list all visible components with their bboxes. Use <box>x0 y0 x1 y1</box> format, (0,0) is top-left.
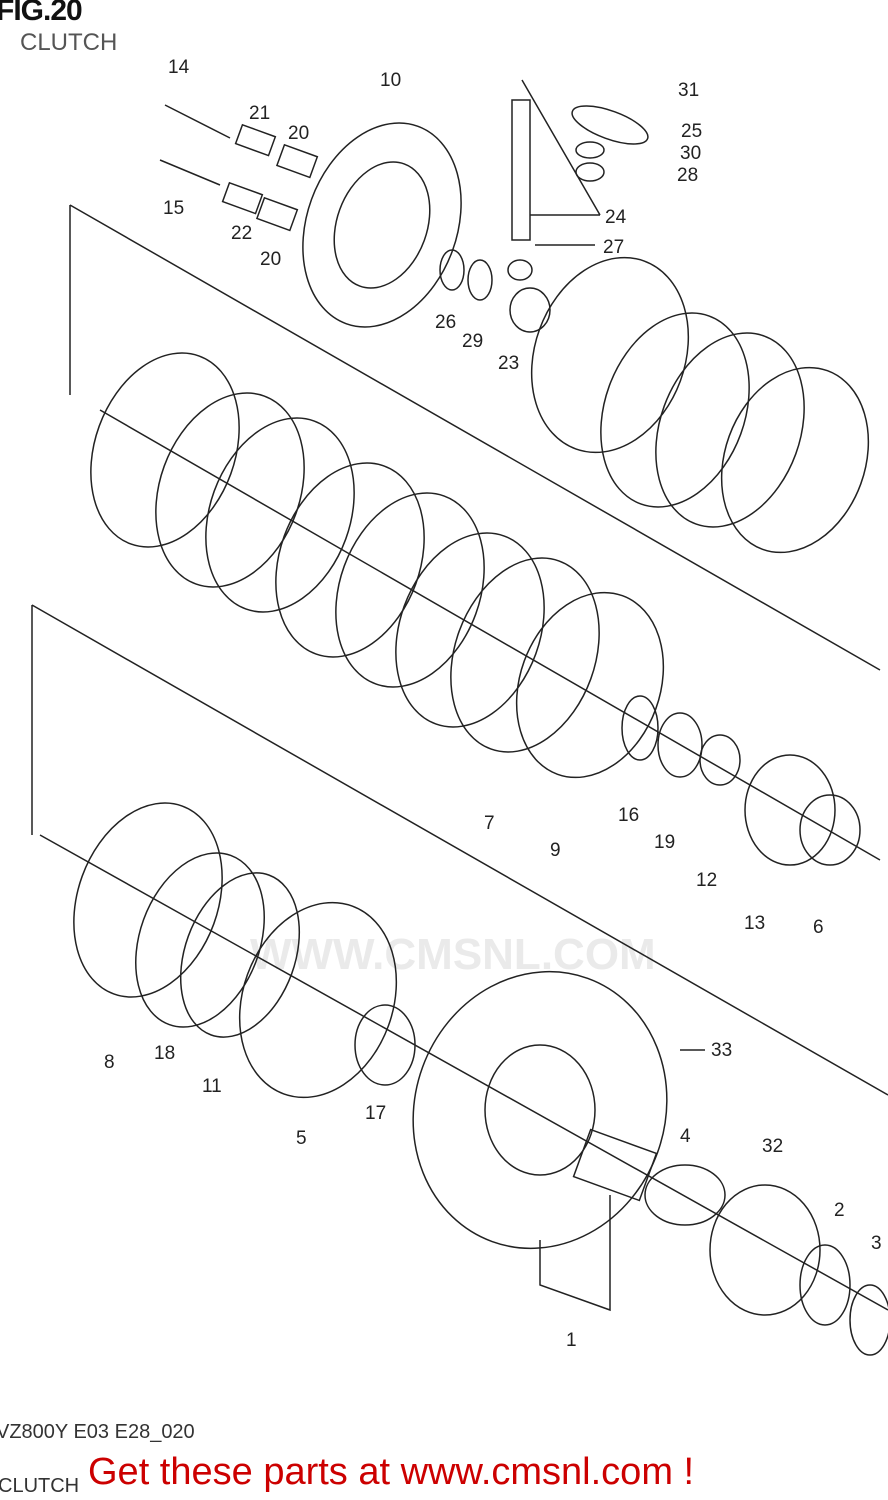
part-label[interactable]: 25 <box>681 121 702 142</box>
part-label[interactable]: 14 <box>168 57 190 78</box>
part-label[interactable]: 30 <box>680 143 701 164</box>
arm-25 <box>571 105 649 145</box>
part-label[interactable]: 12 <box>696 870 717 891</box>
promo-link[interactable]: Get these parts at www.cmsnl.com ! <box>88 1451 695 1493</box>
release-rod <box>511 99 531 241</box>
part-label[interactable]: 3 <box>871 1233 882 1254</box>
part-label[interactable]: 17 <box>365 1103 386 1124</box>
part-label[interactable]: 2 <box>834 1200 845 1221</box>
spring-22 <box>221 181 264 215</box>
part-label[interactable]: 28 <box>677 165 698 186</box>
part-label[interactable]: 27 <box>603 237 624 258</box>
part-label[interactable]: 8 <box>104 1052 115 1073</box>
part-label[interactable]: 23 <box>498 353 519 374</box>
spacer-20b <box>255 196 299 232</box>
clutch-hub <box>238 901 398 1099</box>
model-code: VZ800Y E03 E28_020 <box>0 1421 195 1443</box>
part-label[interactable]: 31 <box>678 80 699 101</box>
watermark: WWW.CMSNL.COM <box>250 930 656 979</box>
piece-23 <box>509 287 551 333</box>
figure-number: FIG.20 <box>0 0 83 27</box>
part-label[interactable]: 19 <box>654 832 675 853</box>
frame-upper <box>69 204 881 861</box>
part-label[interactable]: 20 <box>260 249 281 270</box>
part-label[interactable]: 10 <box>380 70 401 91</box>
part-label[interactable]: 5 <box>296 1128 307 1149</box>
bolt-14 <box>159 104 231 186</box>
spring-21 <box>234 123 277 157</box>
part-label[interactable]: 32 <box>762 1136 783 1157</box>
part-label[interactable]: 16 <box>618 805 639 826</box>
part-label[interactable]: 6 <box>813 917 824 938</box>
part-label[interactable]: 33 <box>711 1040 732 1061</box>
part-label[interactable]: 15 <box>163 198 184 219</box>
part-label[interactable]: 22 <box>231 223 252 244</box>
needle-bearing <box>644 1164 726 1226</box>
spacer-20a <box>275 143 319 179</box>
part-label[interactable]: 13 <box>744 913 765 934</box>
part-label[interactable]: 11 <box>202 1076 222 1097</box>
part-label[interactable]: 24 <box>605 207 627 228</box>
part-label[interactable]: 18 <box>154 1043 175 1064</box>
primary-driven-gear <box>412 970 668 1250</box>
section-name: CLUTCH <box>0 1475 80 1497</box>
frame-lower <box>31 604 888 1311</box>
part-label[interactable]: 9 <box>550 840 561 861</box>
figure-title: CLUTCH <box>20 29 118 56</box>
part-label[interactable]: 4 <box>680 1126 691 1147</box>
part-label[interactable]: 26 <box>435 312 456 333</box>
part-label[interactable]: 20 <box>288 123 309 144</box>
part-label[interactable]: 7 <box>484 813 495 834</box>
part-label[interactable]: 29 <box>462 331 483 352</box>
part-label[interactable]: 21 <box>249 103 270 124</box>
part-label[interactable]: 1 <box>566 1330 577 1351</box>
